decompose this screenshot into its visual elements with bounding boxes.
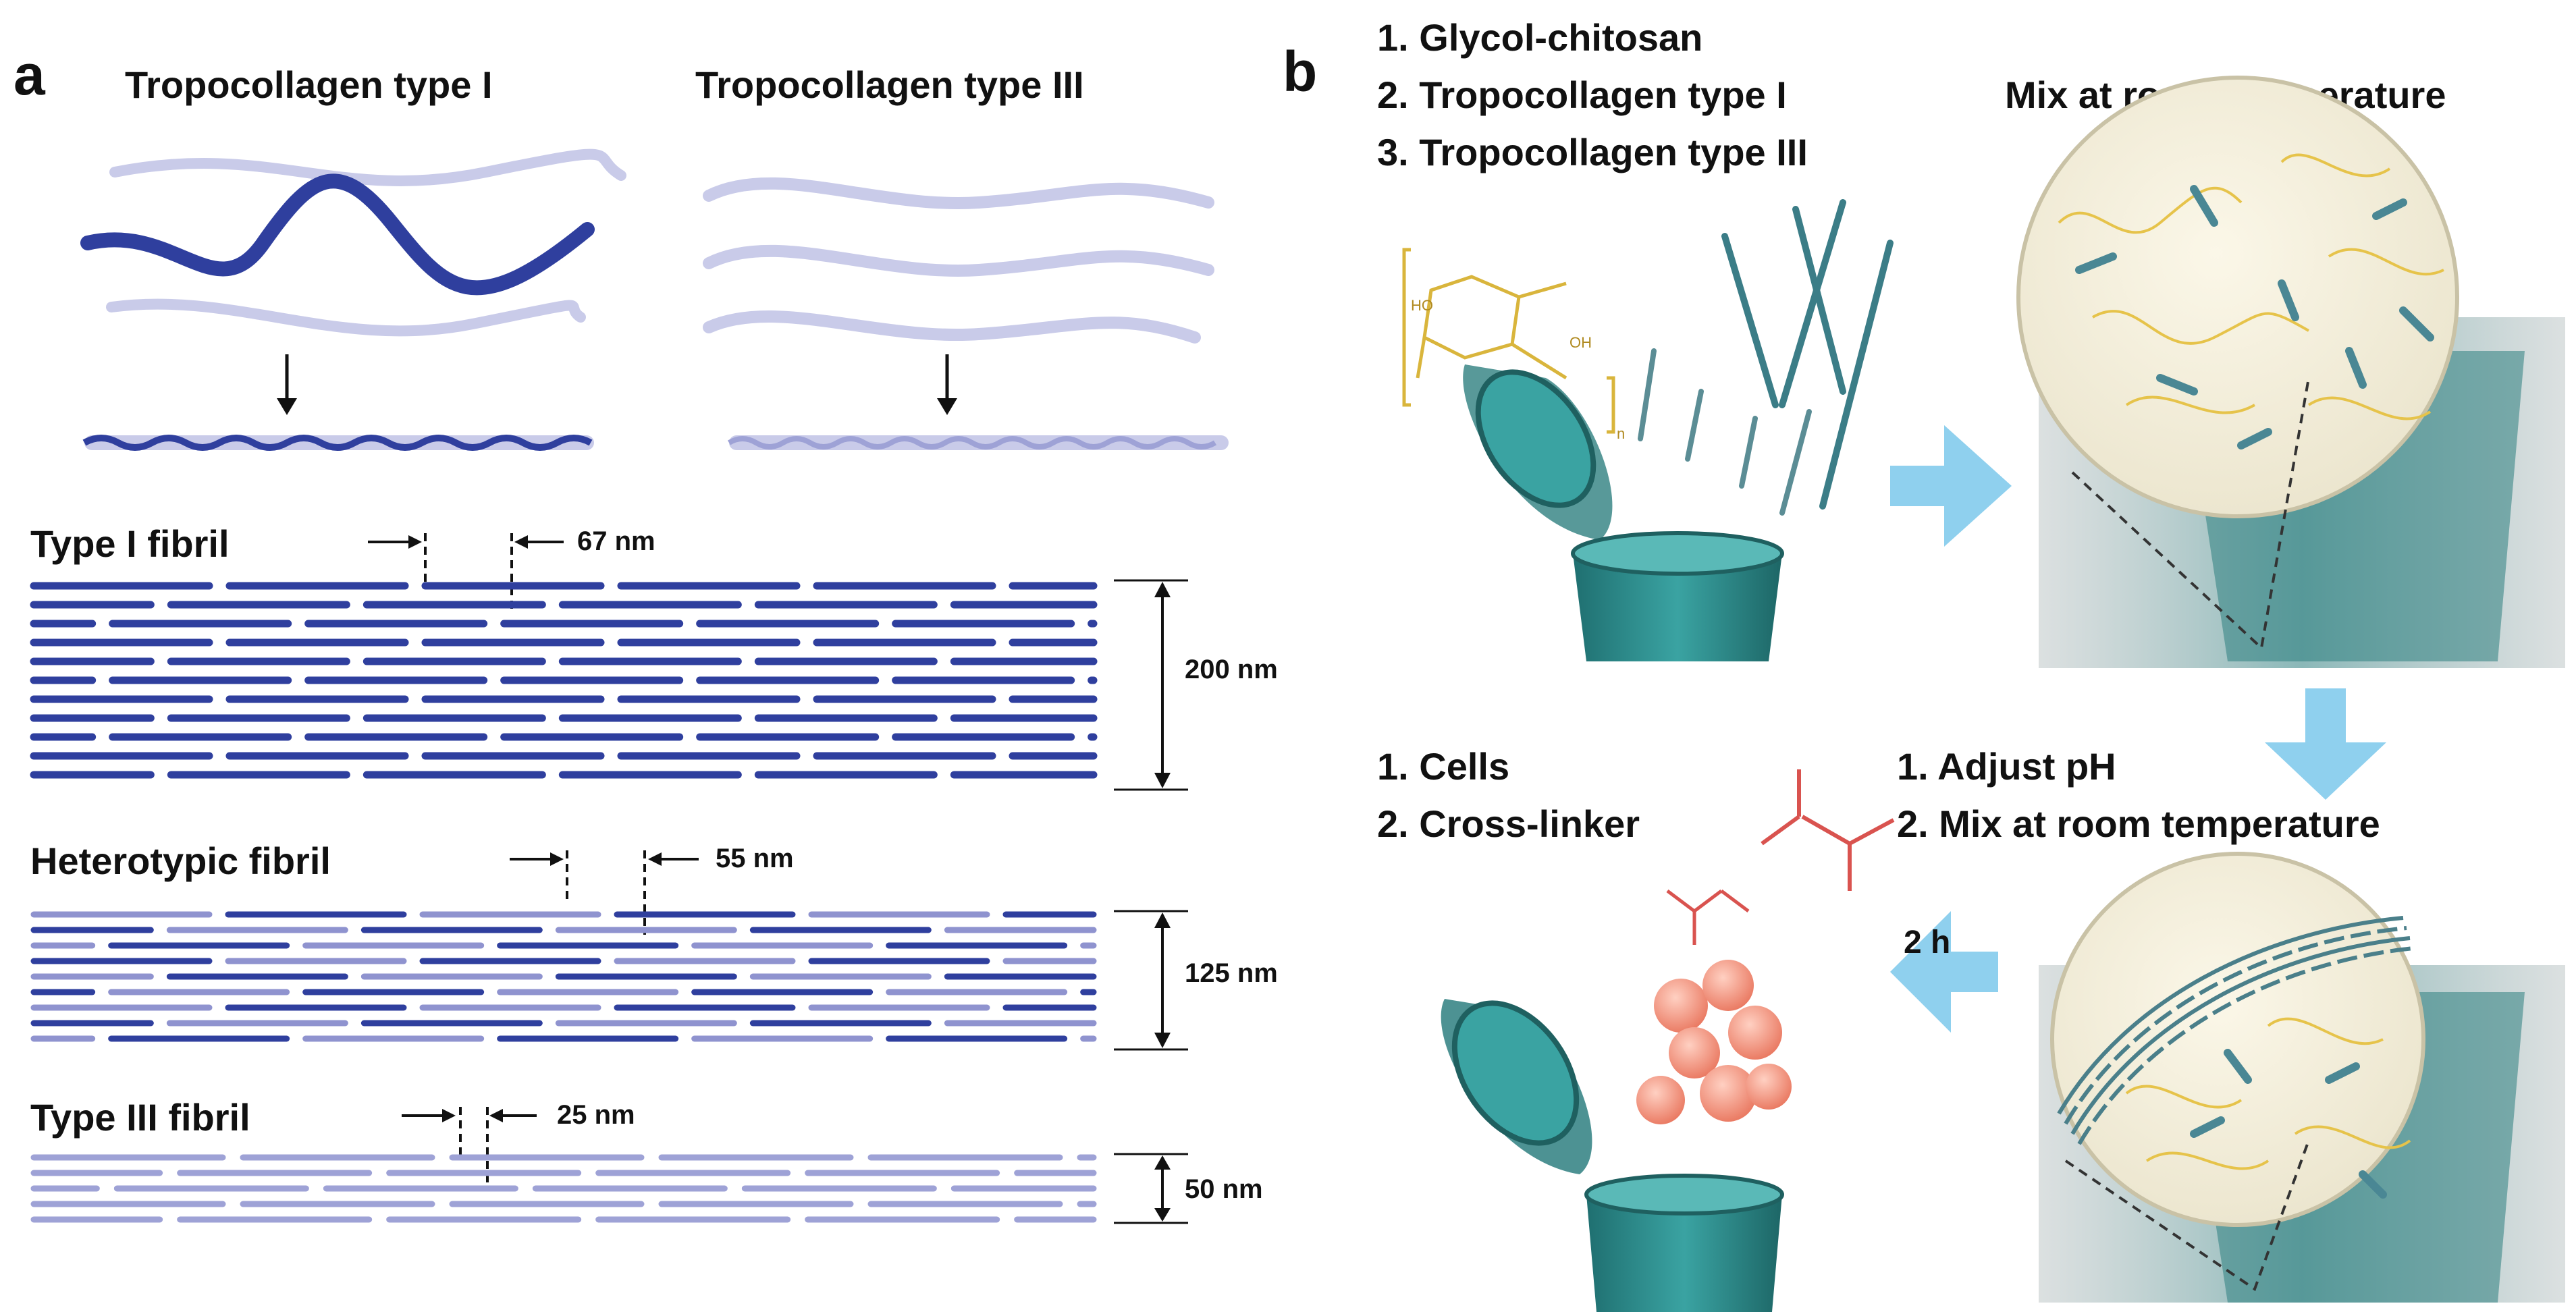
heterotypic-fibril-block: Heterotypic fibril 55 nm 125 nm <box>30 840 1278 1051</box>
svg-text:n: n <box>1617 425 1625 442</box>
type-3-assembly-arrow <box>937 354 957 415</box>
cells-step: 1. Cells <box>1377 745 1509 788</box>
ingredient-glycol-chitosan: 1. Glycol-chitosan <box>1377 16 1702 59</box>
type-3-height-label: 50 nm <box>1185 1174 1263 1204</box>
type-1-gap-label: 67 nm <box>577 526 655 556</box>
mixing-tube <box>2016 76 2565 668</box>
panel-a-letter: a <box>14 43 46 107</box>
ingredient-tropocollagen-3: 3. Tropocollagen type III <box>1377 131 1808 173</box>
type-3-gap-label: 25 nm <box>557 1100 635 1130</box>
ingredient-tropocollagen-1: 2. Tropocollagen type I <box>1377 74 1787 116</box>
type-3-fibril-block: Type III fibril 25 nm 50 nm <box>30 1096 1263 1224</box>
gel-tropocollagen-segments <box>2190 1049 2387 1199</box>
tropocollagen-type-3-title: Tropocollagen type III <box>695 63 1084 106</box>
formed-fibril <box>2057 916 2414 1145</box>
svg-text:OH: OH <box>1569 334 1592 351</box>
arrow-down <box>2265 688 2386 800</box>
tube-final <box>1441 999 1784 1312</box>
arrow-to-mix <box>1890 425 2012 547</box>
cells-cluster <box>1636 960 1792 1124</box>
tropocollagen-segments <box>2075 185 2434 449</box>
adjust-ph-step: 1. Adjust pH <box>1897 745 2116 788</box>
type-1-fibril-label: Type I fibril <box>30 522 230 565</box>
type-1-height-marker: 200 nm <box>1114 579 1278 791</box>
type-3-strands <box>703 177 1214 344</box>
type-1-strands <box>80 148 626 337</box>
tropocollagen-fibers-falling <box>1638 199 1894 516</box>
chitosan-strands <box>2058 153 2444 420</box>
arrow-left <box>1890 911 1998 1033</box>
heterotypic-height-marker: 125 nm <box>1114 910 1278 1051</box>
type-1-gap-marker: 67 nm <box>368 526 655 614</box>
crosslinker-molecule-large <box>1761 769 1895 891</box>
svg-text:HO: HO <box>1411 297 1433 314</box>
glycol-chitosan-molecule <box>1402 248 1615 434</box>
time-label: 2 h <box>1904 925 1950 960</box>
heterotypic-height-label: 125 nm <box>1185 958 1278 988</box>
tropocollagen-type-1-title: Tropocollagen type I <box>125 63 493 106</box>
ingredient-list: 1. Glycol-chitosan 2. Tropocollagen type… <box>1377 16 1808 173</box>
crosslinker-molecule-small <box>1666 890 1750 945</box>
mix-step: 2. Mix at room temperature <box>1897 802 2380 845</box>
add-steps: 1. Cells 2. Cross-linker <box>1377 745 1640 845</box>
type-1-height-label: 200 nm <box>1185 655 1278 684</box>
type-3-triple-helix <box>727 435 1229 450</box>
adjust-steps: 1. Adjust pH 2. Mix at room temperature <box>1897 745 2380 845</box>
heterotypic-fibril-label: Heterotypic fibril <box>30 840 331 882</box>
cross-linker-step: 2. Cross-linker <box>1377 802 1640 845</box>
type-1-fibril-rows <box>30 582 1098 779</box>
heterotypic-fibril-rows <box>30 911 1097 1042</box>
tube-ingredients <box>1463 364 1784 661</box>
type-3-fibril-rows <box>30 1154 1097 1223</box>
type-1-fibril-block: Type I fibril 67 nm 200 nm <box>30 522 1278 791</box>
panel-b-letter: b <box>1283 40 1317 103</box>
type-1-assembly-arrow <box>277 354 297 415</box>
type-3-height-marker: 50 nm <box>1114 1153 1263 1224</box>
heterotypic-gap-marker: 55 nm <box>510 844 794 935</box>
chitosan-labels: HO OH n <box>1411 297 1625 442</box>
heterotypic-gap-label: 55 nm <box>716 844 794 873</box>
type-3-fibril-label: Type III fibril <box>30 1096 250 1139</box>
type-1-triple-helix <box>82 435 594 451</box>
gel-tube <box>2039 852 2565 1303</box>
gel-chitosan-strands <box>2125 1017 2411 1170</box>
